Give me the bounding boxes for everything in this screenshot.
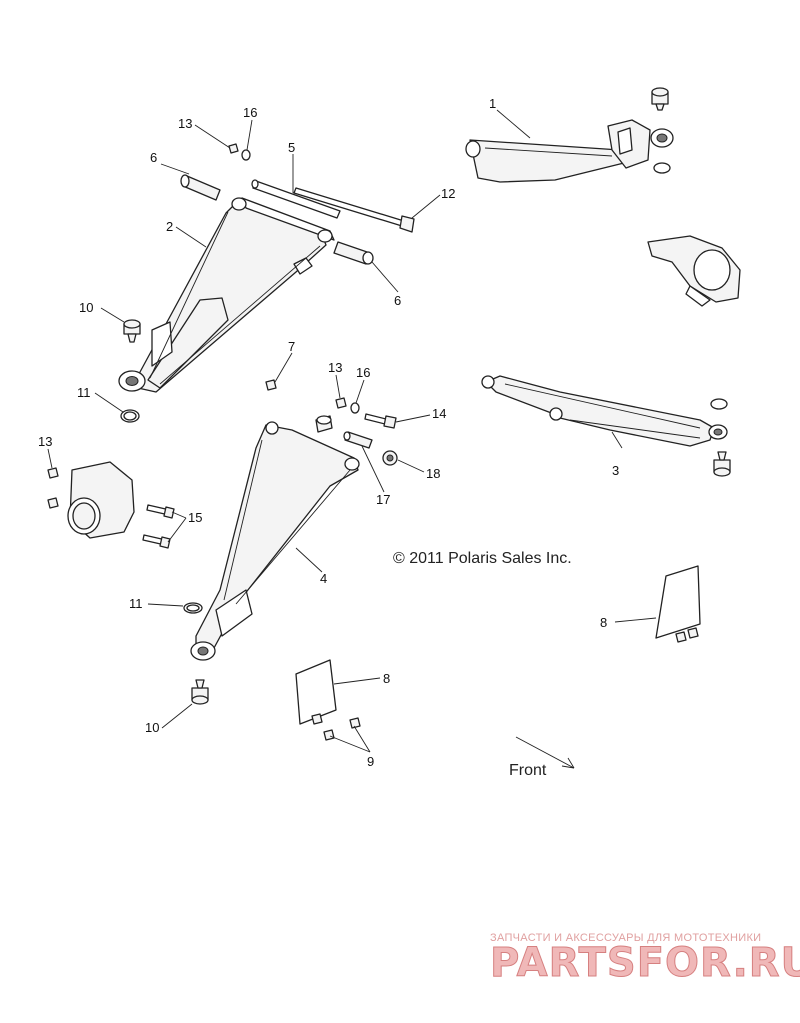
leader-lines bbox=[47, 109, 657, 753]
steering-knuckle-right bbox=[647, 235, 741, 307]
front-label: Front bbox=[509, 762, 547, 779]
callout-10-lower: 10 bbox=[145, 720, 159, 735]
lower-left-a-arm bbox=[190, 421, 360, 661]
nut-top bbox=[228, 143, 239, 154]
callout-12: 12 bbox=[441, 186, 455, 201]
ball-joint-lower bbox=[191, 679, 209, 705]
watermark: ЗАПЧАСТИ И АКСЕССУАРЫ ДЛЯ МОТОТЕХНИКИ PA… bbox=[490, 932, 800, 987]
snap-ring-upper-right bbox=[653, 162, 671, 174]
nut-left bbox=[47, 467, 59, 509]
callout-14: 14 bbox=[432, 406, 446, 421]
skid-plate-left bbox=[295, 659, 337, 725]
copyright-notice: © 2011 Polaris Sales Inc. bbox=[393, 550, 572, 567]
callout-10-upper: 10 bbox=[79, 300, 93, 315]
knuckle-bolts bbox=[142, 504, 175, 549]
bolt-14 bbox=[364, 413, 397, 429]
callout-9: 9 bbox=[367, 754, 374, 769]
ball-joint-upper-right bbox=[651, 87, 669, 111]
snap-ring-upper bbox=[120, 409, 140, 423]
upper-right-a-arm bbox=[465, 119, 674, 183]
skid-plate-right bbox=[655, 565, 701, 643]
callout-6-upper: 6 bbox=[150, 150, 157, 165]
bushing-18 bbox=[382, 450, 398, 466]
snap-ring-lower-right bbox=[710, 398, 728, 410]
screws-9 bbox=[323, 717, 361, 741]
callout-15: 15 bbox=[188, 510, 202, 525]
callout-7: 7 bbox=[288, 339, 295, 354]
pivot-bolt bbox=[293, 187, 415, 233]
callout-3: 3 bbox=[612, 463, 619, 478]
callout-4: 4 bbox=[320, 571, 327, 586]
callout-13-mid: 13 bbox=[328, 360, 342, 375]
washer-top bbox=[241, 149, 251, 161]
upper-left-a-arm bbox=[118, 197, 335, 393]
callout-13-top: 13 bbox=[178, 116, 192, 131]
snap-ring-lower bbox=[183, 602, 203, 614]
callout-11-lower: 11 bbox=[129, 596, 143, 611]
callout-6-lower: 6 bbox=[394, 293, 401, 308]
ball-joint-upper bbox=[123, 319, 141, 343]
callout-16-mid: 16 bbox=[356, 365, 370, 380]
callout-18: 18 bbox=[426, 466, 440, 481]
callout-8-right: 8 bbox=[600, 615, 607, 630]
callout-2: 2 bbox=[166, 219, 173, 234]
callout-17: 17 bbox=[376, 492, 390, 507]
watermark-tagline: ЗАПЧАСТИ И АКСЕССУАРЫ ДЛЯ МОТОТЕХНИКИ bbox=[490, 932, 761, 944]
nut-mid bbox=[335, 397, 347, 409]
callout-16-top: 16 bbox=[243, 105, 257, 120]
callout-11-upper: 11 bbox=[77, 385, 91, 400]
steering-knuckle-left bbox=[67, 461, 135, 539]
bushing-17 bbox=[343, 431, 373, 449]
washer-mid bbox=[350, 402, 360, 414]
callout-13-left: 13 bbox=[38, 434, 52, 449]
pivot-bushing-upper-left bbox=[180, 174, 221, 201]
pivot-bushing-upper-right bbox=[333, 241, 374, 265]
front-direction: Front bbox=[509, 736, 575, 779]
ball-joint-lower-right bbox=[713, 451, 731, 477]
pivot-shaft bbox=[251, 179, 341, 219]
callout-8-left: 8 bbox=[383, 671, 390, 686]
watermark-brand: PARTSFOR.RU bbox=[490, 940, 800, 986]
bushing-pair bbox=[315, 415, 333, 433]
nut-7 bbox=[265, 379, 277, 391]
callout-5: 5 bbox=[288, 140, 295, 155]
lower-right-a-arm bbox=[481, 375, 728, 447]
callout-1: 1 bbox=[489, 96, 496, 111]
callout-labels: 1 2 3 4 5 6 6 7 8 8 9 10 10 11 11 12 13 … bbox=[38, 96, 619, 769]
